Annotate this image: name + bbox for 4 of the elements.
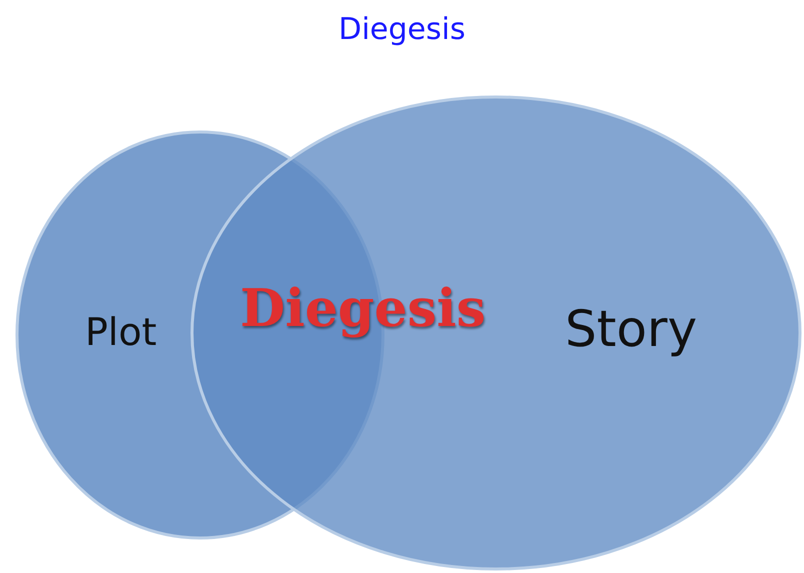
set-label: Plot [85, 310, 157, 354]
diagram-title: Diegesis [338, 12, 466, 47]
intersection-label: Diegesis [240, 278, 486, 339]
set-label: Story [565, 300, 698, 358]
